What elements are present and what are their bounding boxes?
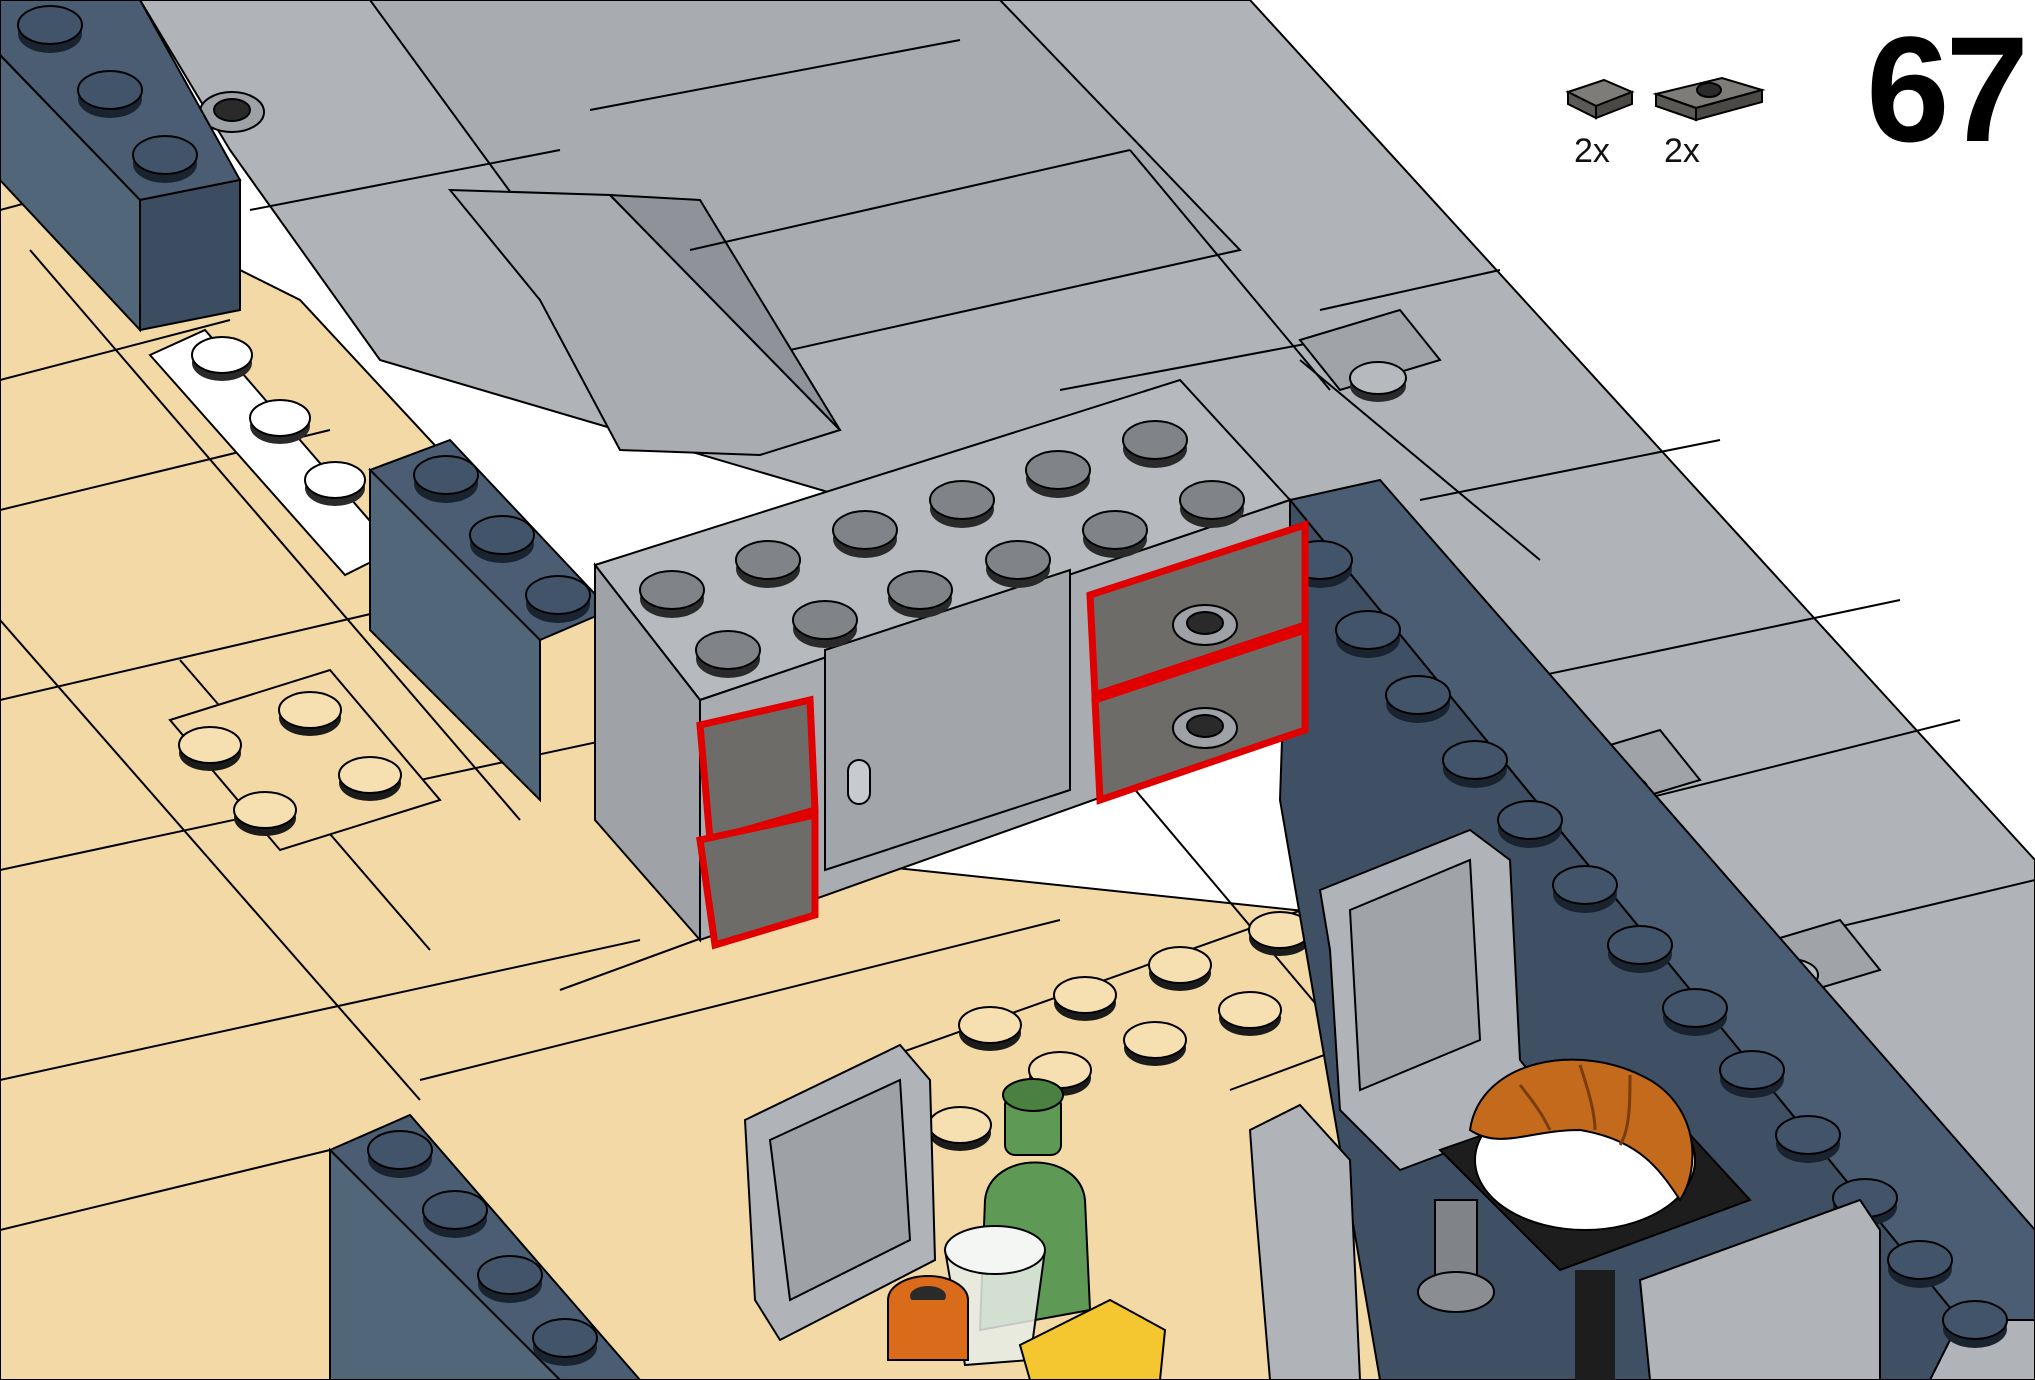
plate-1x2-with-stud-icon: [1650, 70, 1770, 130]
step-number: 67: [1835, 14, 2025, 164]
cup-icon: [888, 1276, 968, 1360]
parts-callout: 2x 2x: [1560, 70, 1800, 180]
part-quantity: 2x: [1664, 134, 1700, 168]
tile-1x1-icon: [1560, 70, 1640, 130]
part-quantity: 2x: [1574, 134, 1610, 168]
part-plate-1x2-stud: 2x: [1650, 70, 1780, 180]
new-part-tiles-left: [700, 700, 815, 945]
